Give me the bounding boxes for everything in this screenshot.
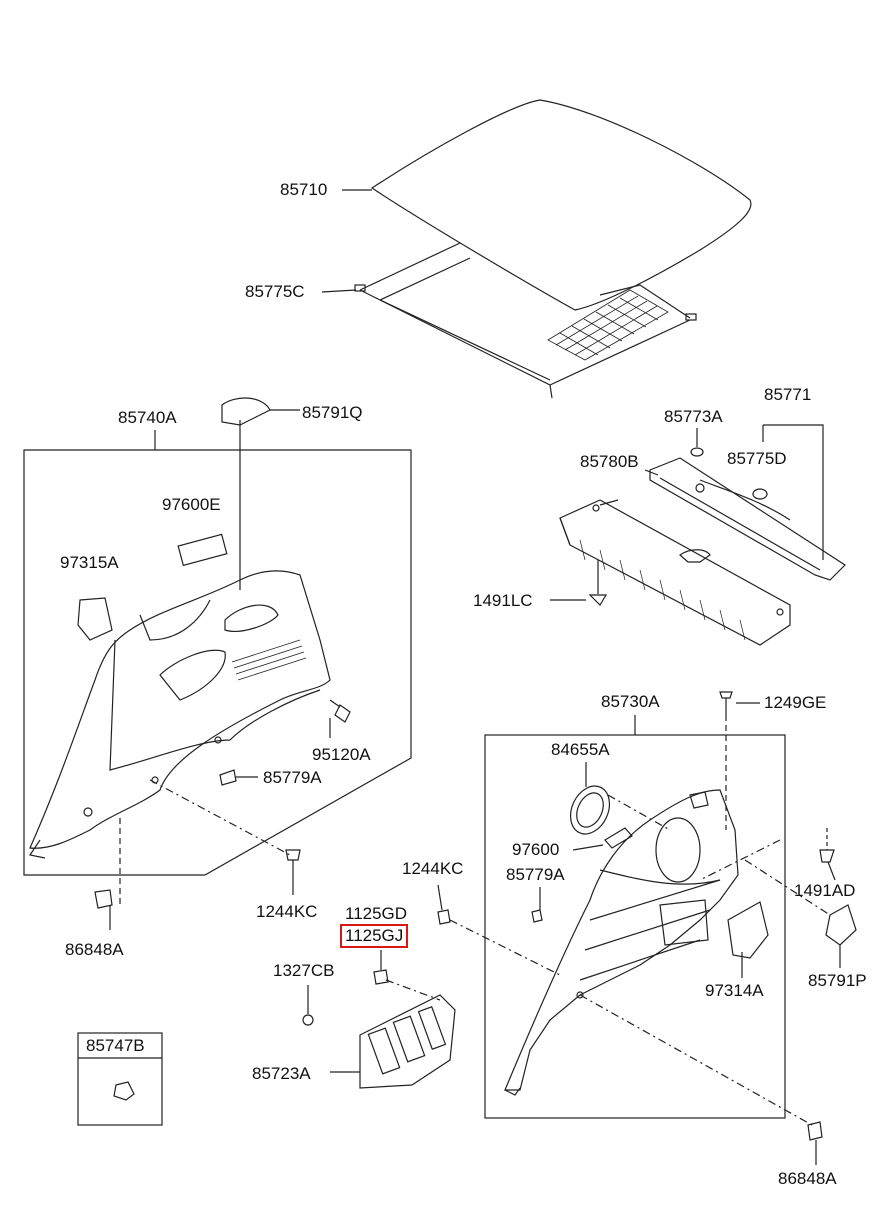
clip-85779A-right [531, 887, 543, 923]
label-1491AD: 1491AD [794, 881, 856, 900]
parts-small-left [77, 397, 351, 786]
label-85747B: 85747B [86, 1036, 145, 1055]
cargo-screen-frame [354, 242, 697, 399]
label-1244KC-mid: 1244KC [402, 859, 464, 878]
label-1125GD: 1125GD [345, 904, 408, 923]
cover-85723A [330, 994, 456, 1089]
left-quarter-trim-panel [29, 570, 331, 859]
label-85723A: 85723A [252, 1064, 311, 1083]
label-97314A: 97314A [705, 981, 764, 1000]
label-85791P: 85791P [808, 971, 867, 990]
clip-85773A [690, 428, 704, 457]
speaker-grille-84655A [569, 762, 611, 835]
right-assembly-box [484, 715, 786, 1119]
label-84655A: 84655A [551, 740, 610, 759]
cargo-cover-panel [370, 99, 752, 311]
label-85740A: 85740A [118, 408, 177, 427]
label-1491LC: 1491LC [473, 591, 533, 610]
label-85780B: 85780B [580, 452, 639, 471]
label-85773A: 85773A [664, 407, 723, 426]
screw-1244KC-left [285, 849, 301, 895]
clip-85775D [752, 488, 768, 500]
label-97600E: 97600E [162, 495, 221, 514]
label-85779A-right: 85779A [506, 865, 565, 884]
label-85771: 85771 [764, 385, 812, 404]
label-1249GE: 1249GE [764, 693, 827, 712]
right-quarter-trim-panel [504, 789, 739, 1096]
cup-holder-97314A [727, 901, 769, 978]
left-assembly-box [23, 430, 412, 876]
label-85775C: 85775C [245, 282, 305, 301]
switch-97600 [572, 827, 633, 851]
label-85775D: 85775D [727, 449, 787, 468]
grille-85791P [825, 904, 857, 968]
label-85779A-left: 85779A [263, 768, 322, 787]
label-97600: 97600 [512, 840, 560, 859]
label-1327CB: 1327CB [273, 961, 335, 980]
label-1244KC-left: 1244KC [256, 902, 318, 921]
luggage-side-tray [559, 499, 791, 646]
label-86848A-right: 86848A [778, 1169, 837, 1188]
nut-1327CB [302, 985, 314, 1026]
label-85730A: 85730A [601, 692, 660, 711]
label-97315A: 97315A [60, 553, 119, 572]
label-85710: 85710 [280, 180, 328, 199]
clip-86848A-right [807, 1121, 823, 1165]
label-85791Q: 85791Q [302, 403, 363, 422]
cargo-mesh-net [547, 289, 669, 361]
label-95120A: 95120A [312, 745, 371, 764]
bolt-1125GJ [373, 950, 441, 1001]
clip-1491LC [550, 560, 608, 606]
sill-scuff-plate [649, 457, 846, 581]
box-85747B [77, 1032, 163, 1126]
screw-1249GE [719, 691, 760, 830]
screw-1244KC-mid [437, 884, 561, 976]
clip-1491AD [819, 828, 836, 881]
label-1125GJ-highlighted: 1125GJ [339, 924, 409, 948]
label-86848A-left: 86848A [65, 940, 124, 959]
